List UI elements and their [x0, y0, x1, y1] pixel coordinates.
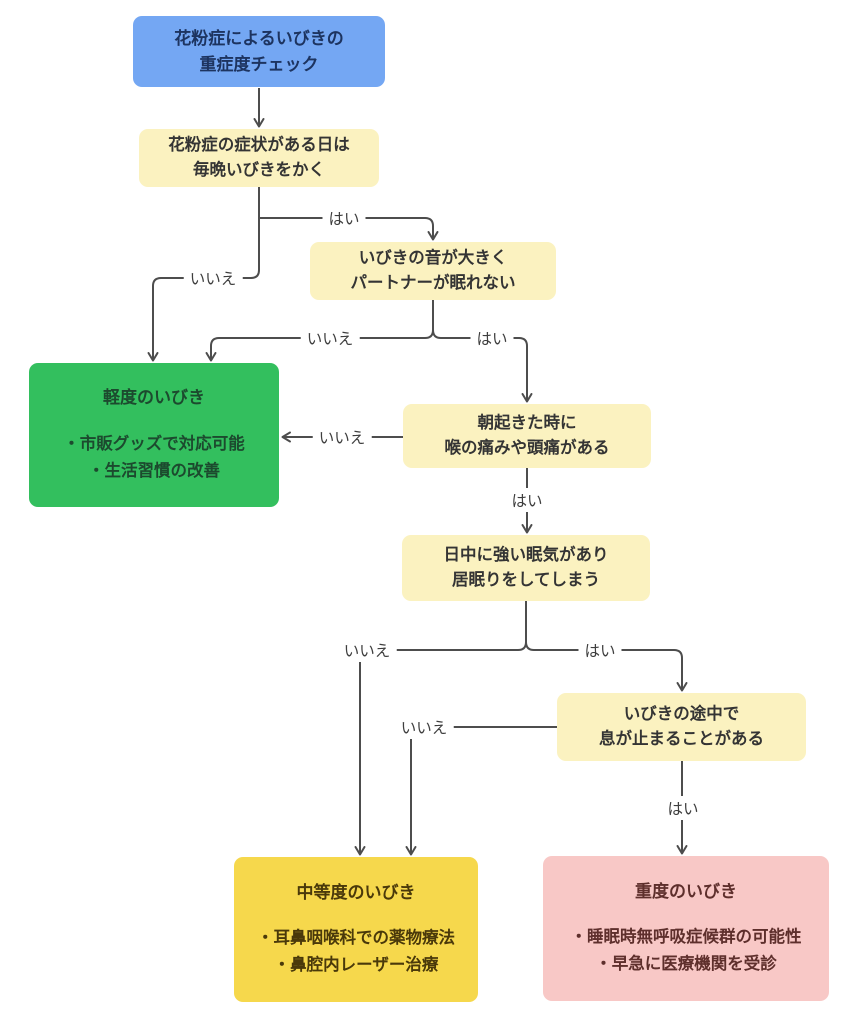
edge-q5-no-moderate: [405, 726, 557, 856]
result-bullet: ・耳鼻咽喉科での薬物療法: [257, 929, 455, 948]
question-node-daytime-sleepiness: 日中に強い眠気があり 居眠りをしてしまう: [402, 535, 650, 601]
edge-label-yes-q1: はい: [322, 206, 366, 230]
start-node-line2: 重症度チェック: [199, 54, 319, 74]
edge-label-yes-q4: はい: [578, 638, 622, 662]
result-title: 軽度のいびき: [103, 388, 205, 408]
edge-q1-yes-q2: [259, 217, 439, 241]
question-node-morning-throat-headache: 朝起きた時に 喉の痛みや頭痛がある: [403, 404, 651, 468]
edge-label-no-q5: いいえ: [394, 715, 454, 739]
question-line: いびきの音が大きく: [358, 249, 508, 268]
edge-q2-yes-q3: [432, 329, 533, 403]
result-node-moderate: 中等度のいびき ・耳鼻咽喉科での薬物療法 ・鼻腔内レーザー治療: [234, 857, 478, 1002]
result-bullet: ・睡眠時無呼吸症候群の可能性: [570, 928, 802, 947]
edge-label-no-q2: いいえ: [300, 326, 360, 350]
question-line: 息が止まることがある: [599, 730, 764, 748]
edge-label-no-q1: いいえ: [183, 266, 243, 290]
question-line: 居眠りをしてしまう: [451, 571, 600, 589]
question-line: 日中に強い眠気があり: [443, 546, 609, 565]
question-node-snore-every-night: 花粉症の症状がある日は 毎晩いびきをかく: [139, 129, 379, 187]
question-line: 毎晩いびきをかく: [193, 161, 325, 179]
result-bullet: ・生活習慣の改善: [88, 461, 220, 480]
result-node-severe: 重度のいびき ・睡眠時無呼吸症候群の可能性 ・早急に医療機関を受診: [543, 856, 829, 1001]
result-bullet: ・鼻腔内レーザー治療: [273, 956, 439, 975]
question-line: いびきの途中で: [623, 705, 740, 724]
edge-q4-yes-q5: [525, 641, 688, 692]
result-title: 重度のいびき: [635, 881, 737, 901]
result-bullet: ・市販グッズで対応可能: [63, 434, 245, 453]
question-line: 花粉症の症状がある日は: [168, 136, 350, 155]
question-line: 朝起きた時に: [477, 414, 577, 433]
result-title: 中等度のいびき: [296, 882, 416, 902]
result-bullet: ・早急に医療機関を受診: [595, 955, 777, 974]
start-node-line1: 花粉症によるいびきの: [174, 29, 344, 48]
question-node-breathing-stops: いびきの途中で 息が止まることがある: [557, 693, 806, 761]
edge-label-yes-q3: はい: [505, 488, 549, 512]
question-line: 喉の痛みや頭痛がある: [444, 439, 610, 457]
edge-label-yes-q5: はい: [661, 796, 705, 820]
result-node-mild: 軽度のいびき ・市販グッズで対応可能 ・生活習慣の改善: [29, 363, 279, 507]
start-node: 花粉症によるいびきの 重症度チェック: [133, 16, 385, 87]
question-node-loud-snoring: いびきの音が大きく パートナーが眠れない: [310, 242, 556, 300]
edge-label-no-q3: いいえ: [312, 425, 372, 449]
question-line: パートナーが眠れない: [350, 274, 516, 292]
edge-label-yes-q2: はい: [470, 326, 514, 350]
edge-label-no-q4: いいえ: [337, 638, 397, 662]
